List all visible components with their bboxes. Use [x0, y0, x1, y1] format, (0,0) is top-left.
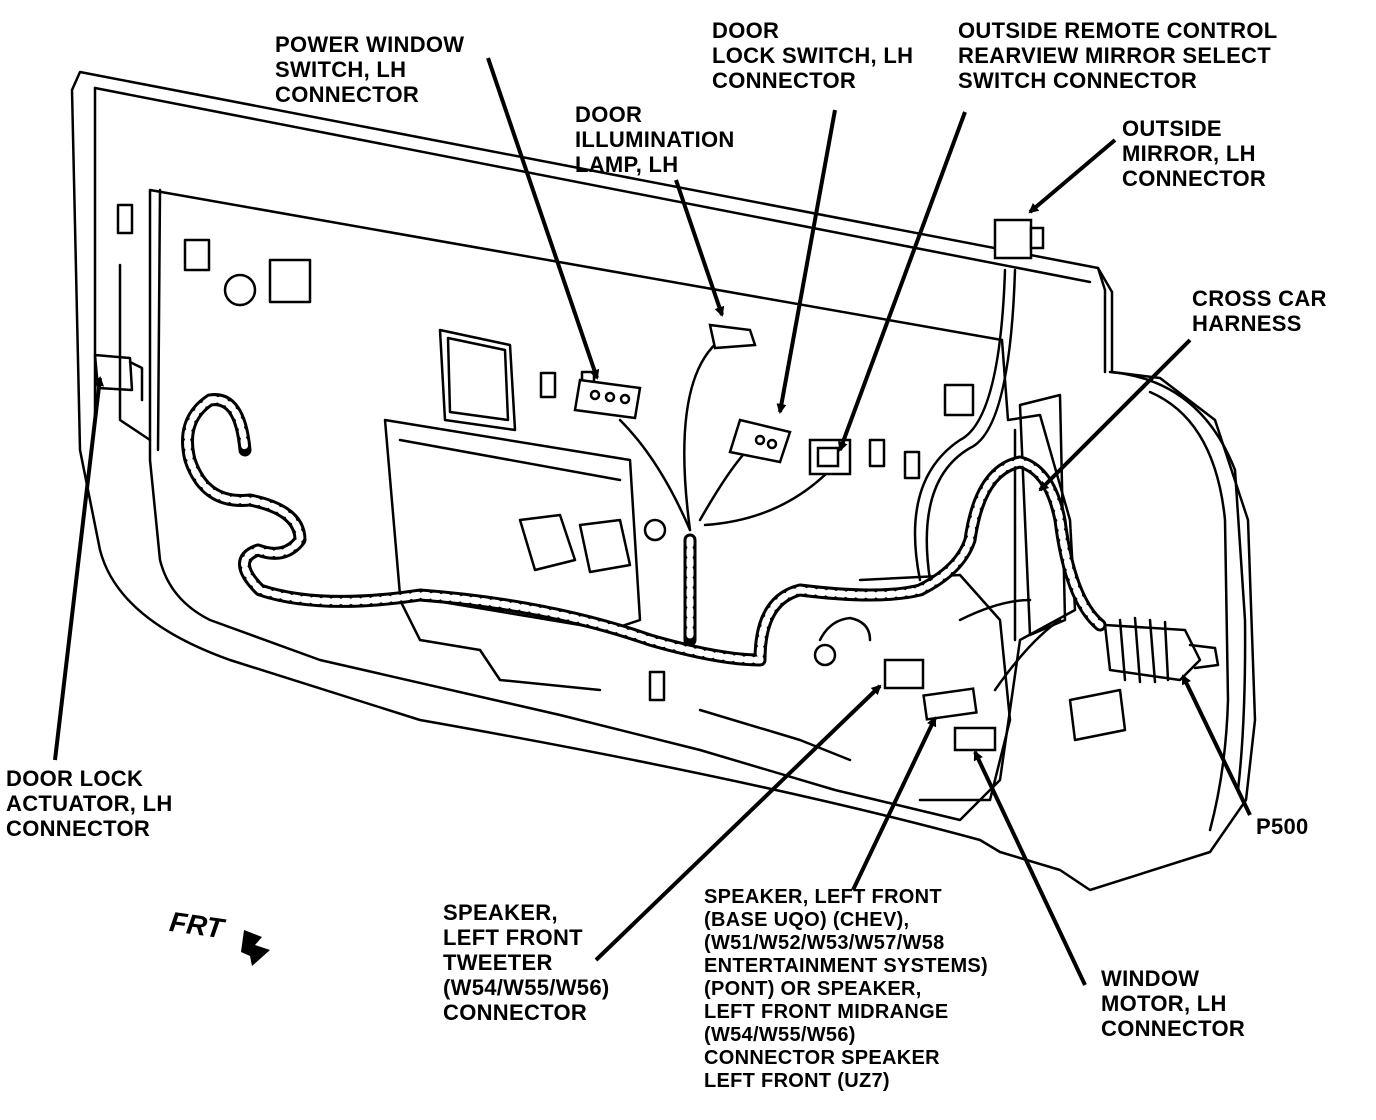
- speaker-connector: [922, 687, 978, 721]
- label-p500: P500: [1256, 814, 1309, 839]
- label-door-lock-actuator: DOOR LOCK ACTUATOR, LH CONNECTOR: [6, 766, 173, 841]
- outside-mirror-connector: [993, 218, 1033, 260]
- p500-connector: [1103, 623, 1202, 682]
- label-remote-mirror-select: OUTSIDE REMOTE CONTROL REARVIEW MIRROR S…: [958, 18, 1278, 93]
- illumination-lamp: [708, 323, 757, 350]
- inner-panel: [148, 188, 1077, 822]
- window-motor-connector: [953, 726, 997, 752]
- callout-arrows: [53, 57, 1252, 986]
- label-window-motor: WINDOW MOTOR, LH CONNECTOR: [1101, 966, 1246, 1041]
- label-door-lock-switch: DOOR LOCK SWITCH, LH CONNECTOR: [712, 18, 914, 93]
- door-outer-shell: [70, 70, 1257, 892]
- label-door-illumination-lamp: DOOR ILLUMINATION LAMP, LH: [575, 102, 735, 177]
- label-speaker-left-front: SPEAKER, LEFT FRONT (BASE UQO) (CHEV), (…: [704, 886, 989, 1092]
- label-cross-car-harness: CROSS CAR HARNESS: [1192, 286, 1327, 336]
- frt-arrow-icon: [241, 930, 270, 966]
- label-tweeter: SPEAKER, LEFT FRONT TWEETER (W54/W55/W56…: [443, 900, 610, 1025]
- tweeter-connector: [883, 658, 925, 690]
- label-power-window-switch: POWER WINDOW SWITCH, LH CONNECTOR: [275, 32, 465, 107]
- label-outside-mirror: OUTSIDE MIRROR, LH CONNECTOR: [1122, 116, 1267, 191]
- window-opening: [438, 328, 517, 432]
